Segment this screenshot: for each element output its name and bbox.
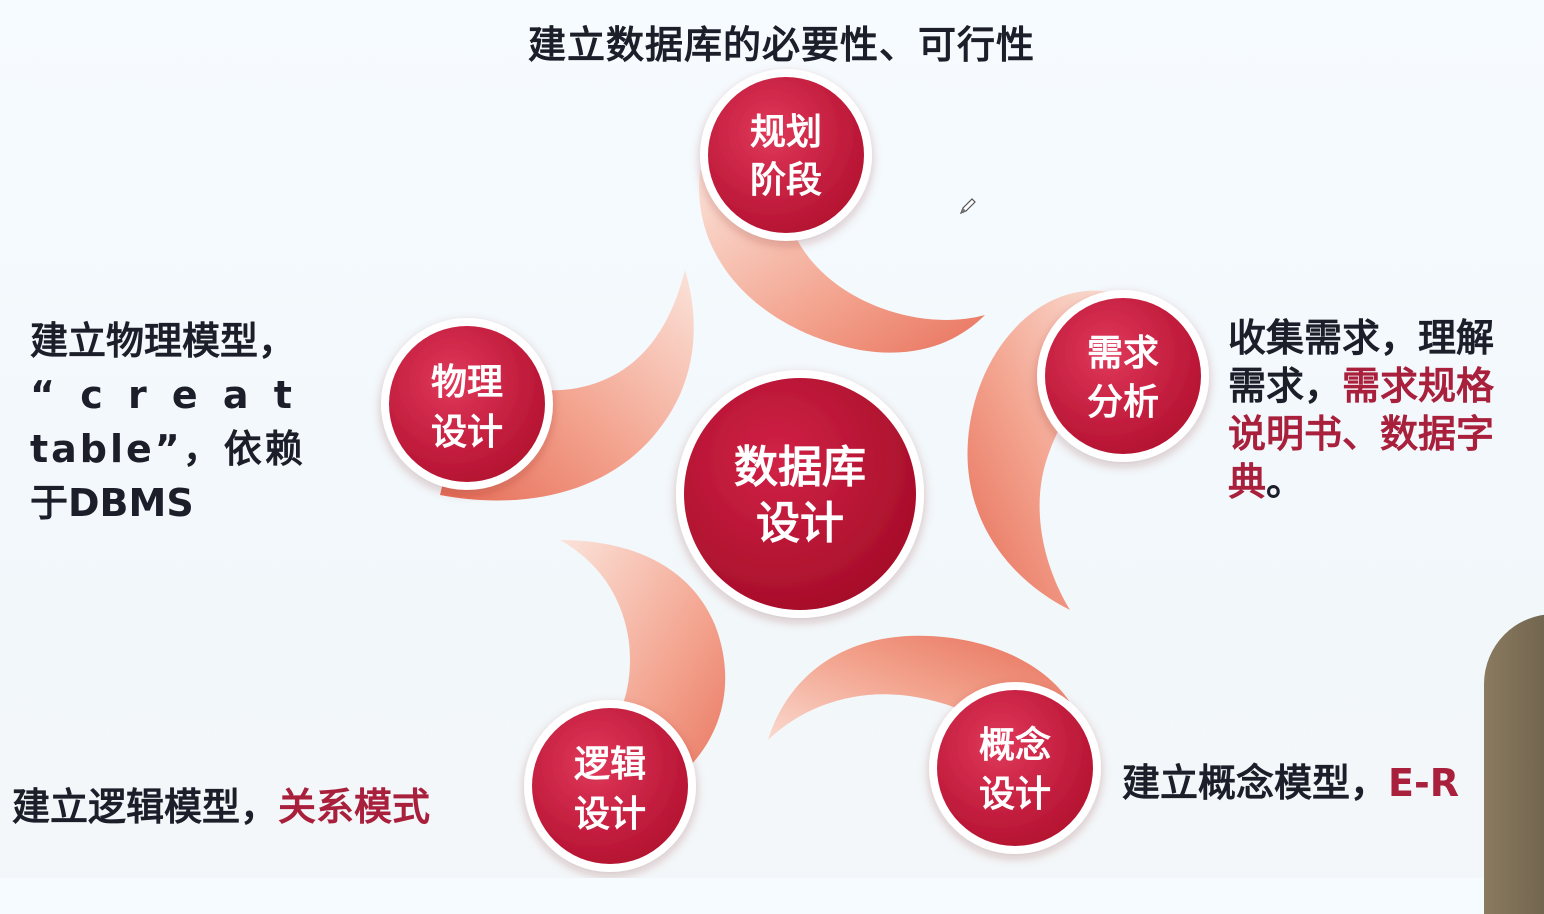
planning-label-line2: 阶段 xyxy=(750,160,822,201)
center-label-line2: 设计 xyxy=(756,498,844,549)
requirements-label-line2: 分析 xyxy=(1087,382,1159,423)
planning-label-line1: 规划 xyxy=(750,112,822,153)
requirements-desc-line2-red: 需求规格 xyxy=(1342,364,1495,408)
logical-label-line2: 设计 xyxy=(574,794,646,835)
logical-design-description: 建立逻辑模型，关系模式 xyxy=(12,776,430,831)
physical-desc-line4: 于DBMS xyxy=(30,481,194,525)
pencil-icon xyxy=(959,198,976,215)
requirements-desc-line2: 需求，需求规格 xyxy=(1228,362,1494,410)
physical-node xyxy=(381,318,553,490)
requirements-desc-line4: 典。 xyxy=(1228,458,1494,506)
logical-desc-black: 建立逻辑模型， xyxy=(12,785,279,829)
conceptual-label-line2: 设计 xyxy=(979,774,1051,815)
diagram-title: 建立数据库的必要性、可行性 xyxy=(528,23,1036,67)
requirements-label-line1: 需求 xyxy=(1087,333,1159,374)
logical-desc-red: 关系模式 xyxy=(278,785,431,829)
logical-node xyxy=(524,700,696,872)
requirements-analysis-description: 收集需求，理解 需求，需求规格 说明书、数据字 典。 xyxy=(1228,314,1494,506)
conceptual-label-line1: 概念 xyxy=(979,724,1051,766)
database-design-cycle-diagram: 数据库 设计 规划 阶段 需求 分析 概念 设计 逻辑 设计 物理 设计 xyxy=(381,69,1209,872)
physical-design-description: 建立物理模型， “ c r e a t table”，依赖 于DBMS xyxy=(30,314,306,530)
requirements-desc-line4-red: 典 xyxy=(1228,460,1267,504)
conceptual-design-description: 建立概念模型，E-R xyxy=(1122,752,1459,807)
conceptual-desc-red: E-R xyxy=(1388,761,1460,805)
center-node xyxy=(676,370,924,618)
logical-label-line1: 逻辑 xyxy=(574,744,646,785)
planning-node xyxy=(700,69,872,241)
requirements-desc-line3: 说明书、数据字 xyxy=(1228,412,1495,456)
conceptual-node xyxy=(929,682,1101,854)
presenter-shoulder xyxy=(1484,614,1544,914)
physical-desc-line1: 建立物理模型， xyxy=(30,319,297,363)
conceptual-desc-black: 建立概念模型， xyxy=(1122,761,1389,805)
requirements-desc-line1: 收集需求，理解 xyxy=(1228,316,1495,360)
swirl-arm-logical xyxy=(560,540,726,800)
physical-desc-line3: table”，依赖 xyxy=(30,427,306,471)
center-label-line1: 数据库 xyxy=(734,442,866,493)
requirements-desc-line4-black: 。 xyxy=(1266,460,1305,504)
physical-desc-line2: “ c r e a t xyxy=(30,373,298,417)
requirements-node xyxy=(1037,290,1209,462)
requirements-desc-line2-black: 需求， xyxy=(1228,364,1343,408)
physical-label-line1: 物理 xyxy=(431,362,503,403)
physical-label-line2: 设计 xyxy=(431,412,503,453)
